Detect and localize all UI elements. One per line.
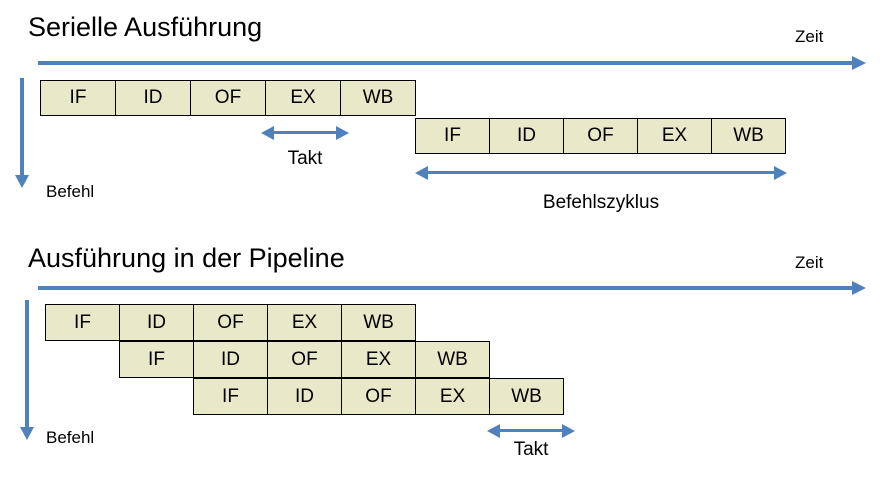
time-axis-arrowhead	[852, 56, 866, 70]
stage-row: IF ID OF EX WB	[119, 341, 490, 378]
measure-shaft	[271, 131, 339, 134]
instruction-axis-arrow-pipeline	[20, 300, 34, 440]
measure-arrowhead-right	[336, 126, 349, 140]
stage-row: IF ID OF EX WB	[40, 80, 416, 116]
measure-label-takt-pipeline: Takt	[513, 439, 549, 460]
stage-cell-ex: EX	[267, 304, 342, 341]
stage-cell-wb: WB	[415, 341, 490, 378]
section-title-pipeline: Ausführung in der Pipeline	[28, 243, 345, 273]
stage-cell-if: IF	[119, 341, 194, 378]
time-axis-label-pipeline: Zeit	[795, 253, 824, 272]
stage-cell-id: ID	[115, 80, 191, 116]
instruction-axis-arrowhead	[15, 175, 29, 188]
stage-cell-of: OF	[341, 378, 416, 415]
measure-label-befehlszyklus: Befehlszyklus	[542, 192, 660, 213]
stage-cell-id: ID	[193, 341, 268, 378]
stage-cell-ex: EX	[637, 118, 712, 154]
instruction-axis-label-pipeline: Befehl	[46, 428, 95, 447]
measure-label-takt-serial: Takt	[287, 148, 323, 169]
stage-cell-if: IF	[415, 118, 490, 154]
instruction-axis-arrow-serial	[15, 78, 29, 188]
instruction-axis-shaft	[25, 300, 29, 427]
section-title-serial: Serielle Ausführung	[28, 12, 263, 42]
instruction-axis-label-serial: Befehl	[46, 182, 95, 201]
measure-arrowhead-left	[415, 166, 428, 180]
measure-arrowhead-right	[562, 424, 575, 438]
stage-cell-wb: WB	[489, 378, 564, 415]
measure-arrow-takt-pipeline	[487, 424, 575, 438]
stage-cell-if: IF	[193, 378, 268, 415]
time-axis-shaft	[38, 61, 852, 65]
stage-cell-ex: EX	[415, 378, 490, 415]
stage-cell-of: OF	[267, 341, 342, 378]
stage-row: IF ID OF EX WB	[193, 378, 564, 415]
stage-cell-of: OF	[563, 118, 638, 154]
stage-cell-wb: WB	[340, 80, 416, 116]
stage-cell-ex: EX	[341, 341, 416, 378]
time-axis-shaft	[38, 286, 852, 290]
stage-cell-id: ID	[489, 118, 564, 154]
time-axis-arrowhead	[852, 281, 866, 295]
stage-row: IF ID OF EX WB	[45, 304, 416, 341]
measure-arrowhead-right	[774, 166, 787, 180]
stage-cell-if: IF	[45, 304, 120, 341]
time-axis-arrow-pipeline	[38, 281, 866, 295]
stage-cell-id: ID	[267, 378, 342, 415]
measure-arrow-takt-serial	[261, 126, 349, 140]
measure-shaft	[497, 429, 565, 432]
instruction-axis-arrowhead	[20, 427, 34, 440]
stage-row: IF ID OF EX WB	[415, 118, 786, 154]
stage-cell-of: OF	[193, 304, 268, 341]
stage-cell-ex: EX	[265, 80, 341, 116]
measure-arrowhead-left	[261, 126, 274, 140]
time-axis-arrow-serial	[38, 56, 866, 70]
time-axis-label-serial: Zeit	[795, 27, 824, 46]
stage-cell-wb: WB	[711, 118, 786, 154]
instruction-axis-shaft	[20, 78, 24, 175]
measure-shaft	[425, 171, 777, 174]
stage-cell-wb: WB	[341, 304, 416, 341]
stage-cell-id: ID	[119, 304, 194, 341]
stage-cell-of: OF	[190, 80, 266, 116]
measure-arrowhead-left	[487, 424, 500, 438]
measure-arrow-befehlszyklus	[415, 166, 787, 180]
stage-cell-if: IF	[40, 80, 116, 116]
